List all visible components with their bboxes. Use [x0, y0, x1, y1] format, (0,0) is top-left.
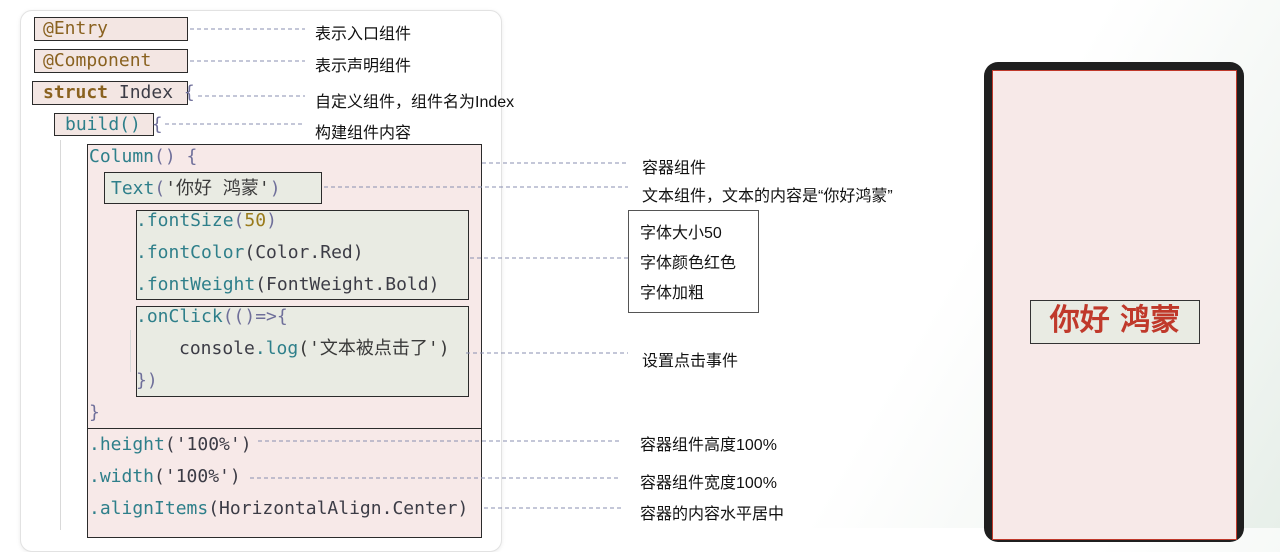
preview-text[interactable]: 你好 鸿蒙 [1030, 300, 1200, 344]
alignitems-argument: (HorizontalAlign.Center) [208, 498, 469, 519]
console-log-call: .log [254, 338, 299, 359]
width-argument: ('100%') [154, 466, 241, 487]
struct-highlight [32, 81, 188, 105]
annotation-width: 容器组件宽度100% [640, 475, 777, 492]
annotation-text: 文本组件，文本的内容是“你好鸿蒙” [642, 188, 893, 205]
font-properties-box: 字体大小50 字体颜色红色 字体加粗 [628, 210, 759, 313]
fontcolor-call: .fontColor [136, 242, 245, 263]
code-line-alignitems: .alignItems(HorizontalAlign.Center) [89, 498, 468, 520]
text-open-paren: ( [154, 178, 166, 199]
code-line-struct: struct Index { [43, 82, 195, 104]
component-decorator: @Component [43, 50, 152, 71]
text-close-paren: ) [269, 178, 281, 199]
text-call: Text [111, 178, 155, 199]
height-argument: ('100%') [164, 434, 252, 455]
annotation-height: 容器组件高度100% [640, 437, 777, 454]
code-line-build: build() { [65, 114, 163, 136]
alignitems-call: .alignItems [89, 498, 209, 519]
onclick-arrow: (()=>{ [222, 306, 288, 327]
code-line-onclick: .onClick(()=>{ [136, 306, 288, 328]
text-argument: '你好 鸿蒙' [165, 178, 270, 199]
fontsize-open-paren: ( [233, 210, 245, 231]
code-line-column: Column() { [89, 146, 197, 168]
text-highlight [104, 172, 322, 204]
component-highlight [34, 49, 188, 73]
connector-lines [165, 28, 628, 509]
code-line-fontsize: .fontSize(50) [136, 210, 277, 232]
build-highlight [54, 113, 154, 136]
code-line-console: console.log('文本被点击了') [179, 338, 450, 360]
fontsize-call: .fontSize [136, 210, 234, 231]
code-line-fontcolor: .fontColor(Color.Red) [136, 242, 364, 264]
annotation-font-size: 字体大小50 [640, 225, 722, 242]
height-call: .height [89, 434, 165, 455]
annotation-component: 表示声明组件 [315, 58, 412, 75]
indent-guide [130, 330, 131, 372]
annotation-struct: 自定义组件，组件名为Index [315, 94, 515, 111]
code-line-column-end: } [89, 402, 100, 424]
code-line-height: .height('100%') [89, 434, 252, 456]
onclick-call: .onClick [136, 306, 223, 327]
code-line-component: @Component [43, 50, 151, 72]
fontsize-value: 50 [244, 210, 267, 231]
width-call: .width [89, 466, 155, 487]
fontsize-close-paren: ) [266, 210, 277, 231]
build-method: build() [65, 114, 141, 135]
onclick-closing: }) [136, 370, 158, 391]
entry-highlight [34, 17, 188, 41]
fontcolor-argument: (Color.Red) [244, 242, 364, 263]
font-props-highlight [136, 210, 469, 300]
annotation-column: 容器组件 [642, 160, 707, 177]
annotation-align: 容器的内容水平居中 [640, 506, 785, 523]
annotation-entry: 表示入口组件 [315, 26, 412, 43]
annotation-font-weight: 字体加粗 [640, 285, 705, 302]
fontweight-argument: (FontWeight.Bold) [255, 274, 440, 295]
console-object: console [179, 338, 255, 359]
onclick-highlight [136, 306, 469, 397]
indent-guide [60, 140, 61, 530]
code-line-width: .width('100%') [89, 466, 241, 488]
code-line-fontweight: .fontWeight(FontWeight.Bold) [136, 274, 439, 296]
fontweight-call: .fontWeight [136, 274, 256, 295]
annotation-onclick: 设置点击事件 [642, 353, 739, 370]
entry-decorator: @Entry [43, 18, 109, 39]
build-brace: { [151, 114, 163, 135]
column-parens: () { [154, 146, 198, 167]
code-line-entry: @Entry [43, 18, 108, 40]
column-closing-brace: } [89, 402, 100, 423]
column-call: Column [89, 146, 155, 167]
console-argument: ('文本被点击了') [298, 338, 450, 359]
struct-keyword: struct [43, 82, 109, 103]
annotation-build: 构建组件内容 [315, 125, 412, 142]
container-props-highlight [87, 428, 482, 538]
struct-name: Index [118, 82, 174, 103]
code-line-onclick-end: }) [136, 370, 158, 392]
annotation-font-color: 字体颜色红色 [640, 255, 737, 272]
code-line-text: Text('你好 鸿蒙') [111, 178, 281, 200]
struct-brace: { [183, 82, 195, 103]
